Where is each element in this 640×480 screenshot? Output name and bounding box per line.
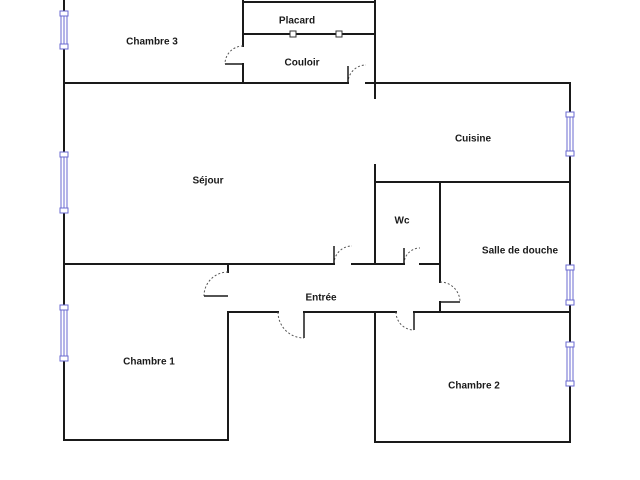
room-label-salle-de-douche: Salle de douche bbox=[482, 246, 559, 257]
windows bbox=[59, 10, 575, 387]
room-label-entree: Entrée bbox=[305, 293, 337, 304]
door-entrance bbox=[277, 311, 305, 339]
room-label-placard: Placard bbox=[279, 16, 315, 27]
window-chambre3 bbox=[59, 10, 69, 50]
window-chambre2 bbox=[565, 341, 575, 387]
door-couloir-sejour bbox=[347, 64, 367, 84]
placard-rail bbox=[262, 30, 352, 38]
doors bbox=[203, 45, 461, 339]
door-chambre2 bbox=[395, 311, 415, 331]
room-labels: Placard Couloir Chambre 3 Séjour Cuisine… bbox=[123, 16, 558, 392]
door-wc bbox=[403, 247, 421, 265]
window-sejour bbox=[59, 151, 69, 214]
window-chambre1 bbox=[59, 304, 69, 362]
room-label-couloir: Couloir bbox=[285, 58, 320, 69]
room-label-chambre1: Chambre 1 bbox=[123, 357, 175, 368]
window-salle-de-douche bbox=[565, 264, 575, 306]
door-chambre1 bbox=[203, 271, 229, 297]
window-cuisine bbox=[565, 111, 575, 157]
door-entree-sejour bbox=[333, 245, 353, 265]
room-label-chambre3: Chambre 3 bbox=[126, 37, 178, 48]
door-chambre3 bbox=[224, 45, 244, 65]
room-label-cuisine: Cuisine bbox=[455, 134, 492, 145]
room-label-wc: Wc bbox=[395, 216, 410, 227]
rail-knob-right bbox=[335, 30, 343, 38]
rail-knob-left bbox=[289, 30, 297, 38]
room-label-chambre2: Chambre 2 bbox=[448, 381, 500, 392]
door-salle-de-douche bbox=[439, 281, 461, 303]
room-label-sejour: Séjour bbox=[192, 176, 223, 187]
